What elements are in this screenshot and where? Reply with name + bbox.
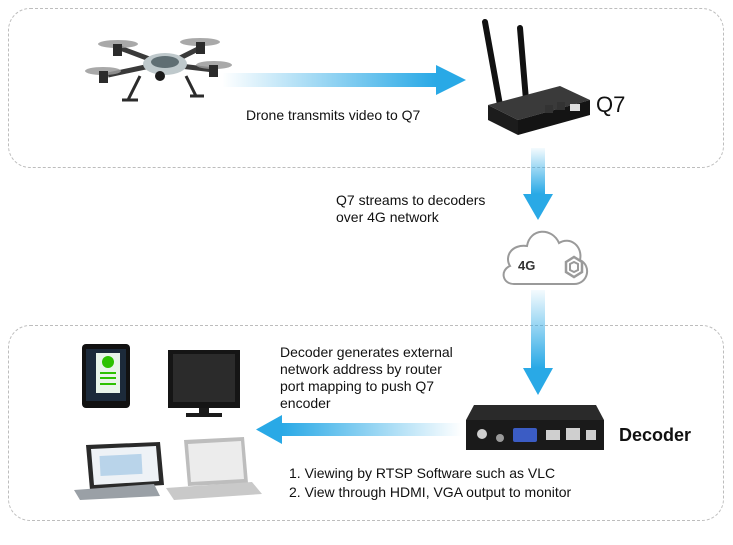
- view-option-2: 2. View through HDMI, VGA output to moni…: [289, 484, 572, 500]
- cloud-4g-label: 4G: [518, 258, 536, 273]
- arrow-q7-to-cloud: [523, 148, 553, 220]
- decoder-gen-line2: network address by router: [280, 361, 442, 377]
- streams-label-line2: over 4G network: [336, 209, 439, 225]
- drone-transmits-label: Drone transmits video to Q7: [246, 107, 421, 123]
- cloud-4g-icon: [502, 230, 589, 285]
- decoder-gen-line1: Decoder generates external: [280, 344, 453, 360]
- arrow-drone-to-q7: [222, 65, 466, 95]
- view-option-1: 1. Viewing by RTSP Software such as VLC: [289, 465, 556, 481]
- arrow-cloud-to-decoder: [523, 290, 553, 395]
- decoder-gen-line4: encoder: [280, 395, 331, 411]
- smartphone-icon: [82, 344, 130, 408]
- decoder-panel: [8, 325, 724, 521]
- tablet-icon: [74, 442, 164, 500]
- drone-icon: [85, 38, 232, 102]
- decoder-gen-line3: port mapping to push Q7: [280, 378, 435, 394]
- decoder-device-icon: [466, 405, 604, 450]
- laptop-icon: [166, 437, 262, 500]
- encoder-panel: [8, 8, 724, 168]
- q7-title: Q7: [596, 92, 626, 117]
- monitor-icon: [168, 350, 240, 417]
- arrow-decoder-to-viewers: [256, 415, 462, 444]
- streams-label-line1: Q7 streams to decoders: [336, 192, 486, 208]
- decoder-title: Decoder: [619, 425, 692, 445]
- q7-encoder-icon: [482, 19, 590, 135]
